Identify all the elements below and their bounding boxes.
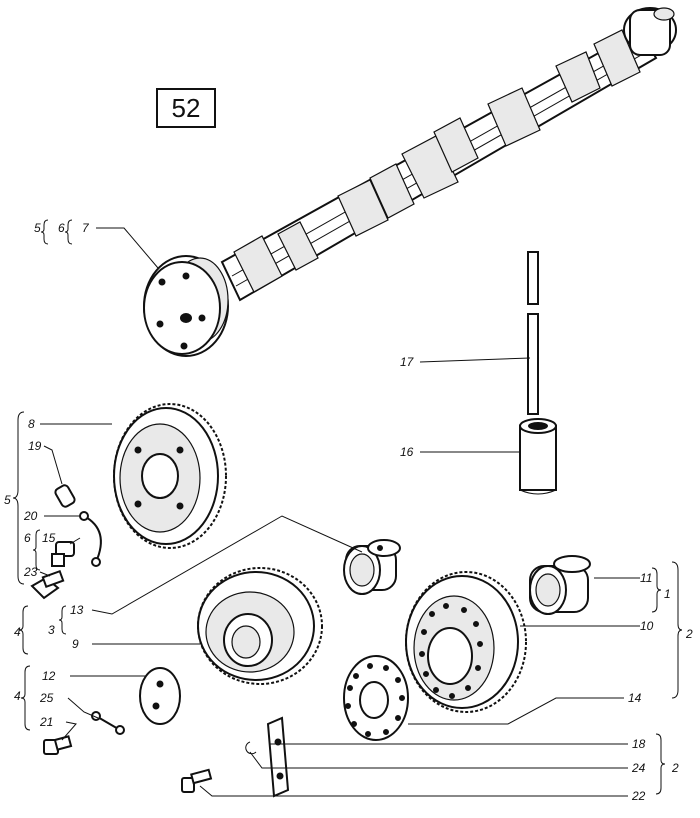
camshaft-lobes [233, 29, 641, 293]
label-6-left: 6 [24, 531, 31, 545]
lock-washer [91, 711, 125, 735]
bolt-22 [181, 768, 213, 793]
bolt-21 [43, 735, 73, 755]
perforated-flange [343, 655, 409, 741]
grouping-braces [12, 219, 683, 795]
label-4-upper: 4 [14, 625, 21, 639]
pump-drive-gear [405, 571, 527, 713]
bolt-15 [51, 541, 75, 567]
label-17: 17 [400, 355, 415, 369]
label-20: 20 [23, 509, 38, 523]
label-19: 19 [28, 439, 42, 453]
label-10: 10 [640, 619, 654, 633]
bushing-tube [519, 418, 557, 495]
label-2-upper: 2 [685, 627, 693, 641]
label-2-lower: 2 [671, 761, 679, 775]
label-18: 18 [632, 737, 646, 751]
label-8: 8 [28, 417, 35, 431]
label-5-top: 5 [34, 221, 41, 235]
figure-number-box: 52 [156, 88, 216, 128]
leader-lines [39, 227, 640, 797]
label-5-left: 5 [4, 493, 11, 507]
label-6-top: 6 [58, 221, 65, 235]
pin-rod [527, 251, 539, 415]
pump-gear-bushing [529, 555, 591, 615]
thrust-washer [139, 667, 181, 725]
label-21: 21 [39, 715, 53, 729]
label-11: 11 [640, 571, 652, 585]
intermediate-bushing [343, 539, 401, 595]
label-22: 22 [631, 789, 646, 803]
snap-ring [245, 741, 257, 755]
label-1: 1 [664, 587, 671, 601]
label-16: 16 [400, 445, 414, 459]
label-9: 9 [72, 637, 79, 651]
part-labels: 5 6 7 17 16 8 19 5 20 6 15 23 13 3 4 9 1… [4, 221, 693, 803]
dowel-pin [54, 484, 76, 508]
label-15: 15 [42, 531, 56, 545]
lock-plate [79, 511, 102, 567]
bolt-23 [30, 569, 65, 600]
retaining-bracket [266, 716, 290, 798]
label-14: 14 [628, 691, 642, 705]
label-4-lower: 4 [14, 689, 21, 703]
label-25: 25 [39, 691, 54, 705]
label-24: 24 [631, 761, 646, 775]
camshaft-gear [113, 403, 227, 549]
label-12: 12 [42, 669, 56, 683]
camshaft [143, 7, 677, 357]
label-3: 3 [48, 623, 55, 637]
intermediate-gear [197, 567, 323, 685]
figure-number: 52 [172, 93, 201, 123]
camshaft-flange [143, 255, 229, 357]
label-13: 13 [70, 603, 84, 617]
label-7: 7 [82, 221, 90, 235]
label-23: 23 [23, 565, 38, 579]
